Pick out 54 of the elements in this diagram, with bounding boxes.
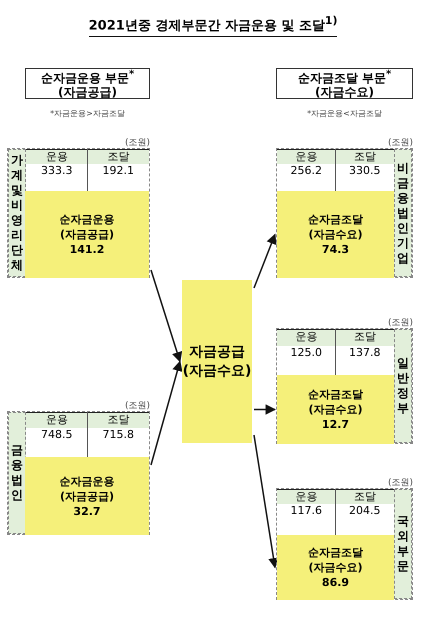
table-header-cell: 운용 [26, 149, 88, 164]
net-flow-box [277, 375, 394, 444]
flow-label: 순자금조달 (자금수요) [307, 387, 364, 417]
heading-text: 순자금운용 부문$^{*}$ (자금공급) [40, 68, 136, 99]
unit-label: (조원) [388, 477, 413, 489]
table-header-cell: 운용 [26, 412, 88, 428]
sector-panel [7, 148, 150, 278]
flow-label: 순자금운용 (자금공급) [58, 212, 116, 242]
sector-name: 일반정부 [396, 356, 410, 416]
unit-label: (조원) [124, 137, 150, 149]
amount-value: 32.7 [73, 504, 101, 518]
heading-box [25, 68, 150, 99]
table-header-cell: 조달 [336, 149, 394, 164]
flow-label: 자금공급 (자금수요) [182, 342, 252, 380]
flow-label: 순자금운용 (자금공급) [58, 474, 116, 504]
sector-name: 금융법인 [10, 443, 24, 503]
arrow [150, 360, 182, 466]
unit-label: (조원) [388, 137, 413, 149]
amount-value: 141.2 [70, 242, 104, 257]
unit-label: (조원) [124, 400, 150, 412]
flow-label: 순자금조달 (자금수요) [307, 212, 364, 242]
table-header-cell: 운용 [277, 489, 336, 504]
arrow [150, 270, 182, 362]
net-flow-box [277, 191, 394, 278]
table-header-cell: 조달 [88, 412, 149, 428]
title: 2021년중 경제부문간 자금운용 및 조달$^{1)}$ [88, 12, 338, 38]
table-header-cell: 운용 [277, 149, 336, 164]
heading-box [276, 68, 413, 99]
table-header-cell: 운용 [277, 329, 336, 346]
flow-label: 순자금조달 (자금수요) [307, 545, 364, 575]
unit-label: (조원) [388, 317, 413, 329]
sector-name: 가계및비영리단체 [10, 153, 24, 273]
sector-name: 비금융법인기업 [396, 160, 410, 266]
arrow [253, 434, 279, 569]
amount-value: 74.3 [322, 242, 350, 257]
amount-value: 86.9 [322, 575, 350, 590]
arrow [253, 234, 276, 288]
sector-panel [7, 411, 150, 535]
sector-name: 국외부문 [396, 514, 410, 574]
net-flow-box [277, 535, 394, 600]
table-header-cell: 조달 [336, 329, 394, 346]
table-header-cell: 조달 [88, 149, 149, 164]
table-header-cell: 조달 [336, 489, 394, 504]
net-flow-box [25, 457, 149, 535]
sector-panel [276, 328, 413, 444]
arrow [254, 404, 276, 415]
sector-panel [276, 488, 413, 600]
net-flow-box [25, 191, 149, 278]
sector-panel [276, 148, 413, 278]
footnote: *자금운용<자금조달 [307, 108, 382, 119]
footnote: *자금운용>자금조달 [50, 108, 125, 119]
fund-pool-box [182, 280, 252, 443]
amount-value: 12.7 [322, 417, 350, 432]
heading-text: 순자금조달 부문$^{*}$ (자금수요) [296, 68, 392, 99]
